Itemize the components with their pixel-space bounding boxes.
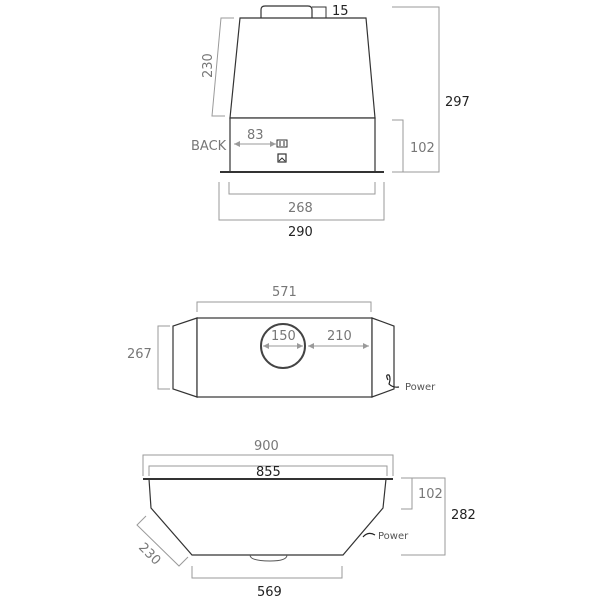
bottom-width-dimension-line <box>191 566 343 579</box>
body-length-dimension-line <box>196 301 372 312</box>
dim-102-front: 102 <box>418 487 443 502</box>
bottom-spigot <box>249 554 288 562</box>
dim-900: 900 <box>254 439 279 454</box>
inner-width-dimension-line <box>228 182 376 195</box>
dim-83: 83 <box>247 128 264 143</box>
dim-102-side: 102 <box>410 141 435 156</box>
arrow-left-icon <box>234 141 240 147</box>
left-end-cap <box>172 317 198 398</box>
dim-267: 267 <box>127 347 152 362</box>
spigot-dimension-line <box>312 6 327 19</box>
slant-dimension-line <box>211 17 234 117</box>
front-view: 900 855 230 569 102 282 Power <box>135 439 476 600</box>
power-cable-front-icon <box>362 532 376 538</box>
inner-width-front-dimension-line <box>148 465 388 476</box>
dim-282: 282 <box>451 508 476 523</box>
base-height-dimension-line <box>392 119 404 172</box>
width-dimension-line <box>157 325 170 390</box>
power-label-top: Power <box>405 382 436 393</box>
upper-body-outline <box>229 17 376 119</box>
arrow-right-icon <box>270 141 276 147</box>
lower-box-outline <box>229 117 376 173</box>
total-height-dimension-line <box>392 6 440 173</box>
dim-571: 571 <box>272 285 297 300</box>
outer-width-dimension-line <box>218 182 385 221</box>
terminal-icon <box>277 153 287 163</box>
power-label-front: Power <box>378 531 409 542</box>
right-end-cap <box>371 317 395 398</box>
spigot-outline <box>260 5 313 18</box>
top-body-outline <box>196 317 373 398</box>
dim-855: 855 <box>256 465 281 480</box>
dim-290: 290 <box>288 225 313 240</box>
connector-icon <box>276 139 288 148</box>
dim-230-front: 230 <box>135 540 163 568</box>
dim-150: 150 <box>271 329 296 344</box>
dim-569: 569 <box>257 585 282 600</box>
duct-outlet-circle <box>260 323 306 369</box>
dim-268: 268 <box>288 201 313 216</box>
base-height-front-dimension-line <box>401 477 413 510</box>
power-cable-icon <box>386 374 400 388</box>
top-view: 571 150 210 267 Power <box>127 285 436 398</box>
outer-width-front-dimension-line <box>142 454 394 476</box>
side-view: 15 230 297 102 83 BACK 268 290 <box>191 4 470 240</box>
total-height-front-dimension-line <box>401 477 446 556</box>
dim-210: 210 <box>327 329 352 344</box>
dim-230-side: 230 <box>201 53 216 78</box>
front-body-outline <box>148 478 387 556</box>
dim-15: 15 <box>332 4 349 19</box>
slant-front-dimension-line <box>136 515 189 567</box>
dim-297: 297 <box>445 95 470 110</box>
back-label: BACK <box>191 139 227 154</box>
